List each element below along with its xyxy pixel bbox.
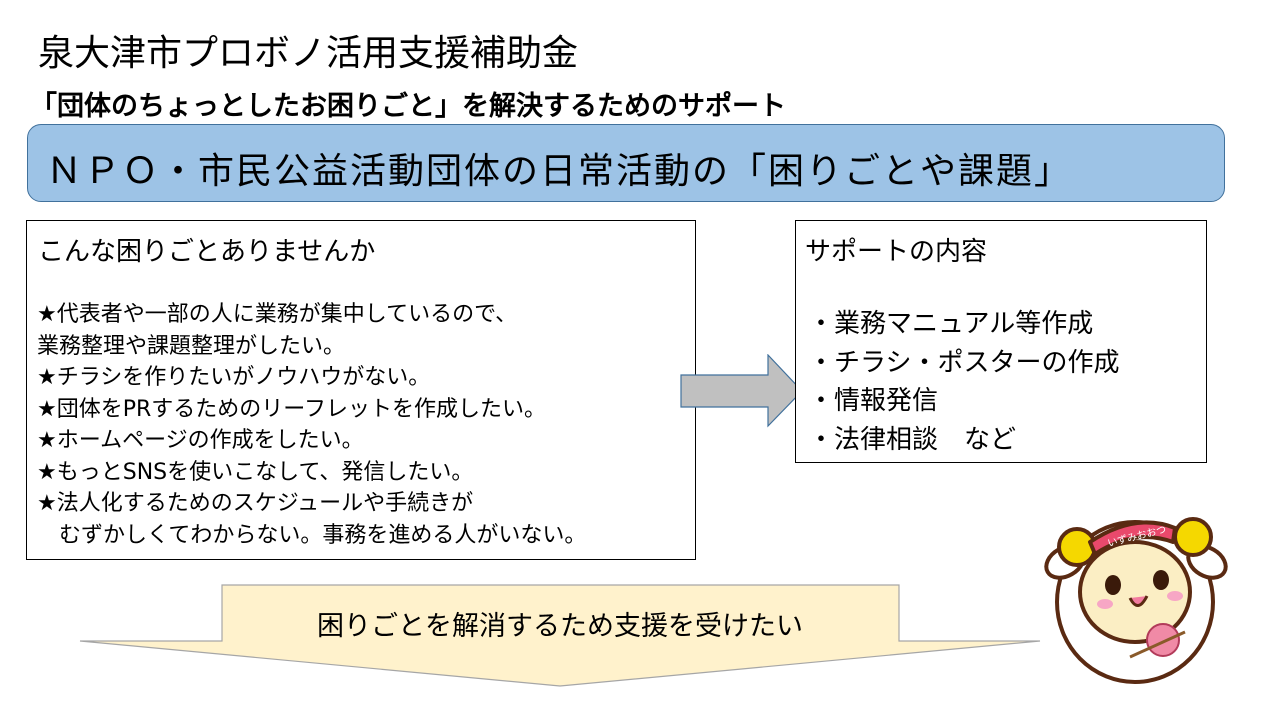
list-item: ★団体をPRするためのリーフレットを作成したい。 bbox=[37, 396, 546, 422]
right-arrow-icon bbox=[680, 354, 803, 428]
list-item: ・情報発信 bbox=[808, 386, 939, 416]
list-item: ★代表者や一部の人に業務が集中しているので、 bbox=[37, 302, 518, 327]
sheep-mascot-icon: いずみおおつ bbox=[1044, 517, 1228, 684]
support-heading: サポートの内容 bbox=[805, 237, 988, 267]
list-item: ★チラシを作りたいがノウハウがない。 bbox=[37, 365, 431, 390]
list-item: ★もっとSNSを使いこなして、発信したい。 bbox=[37, 459, 474, 485]
problems-heading: こんな困りごとありませんか bbox=[38, 237, 376, 267]
support-box: サポートの内容 ・業務マニュアル等作成 ・チラシ・ポスターの作成 ・情報発信 ・… bbox=[795, 220, 1207, 463]
list-item: むずかしくてわからない。事務を進める人がいない。 bbox=[37, 522, 587, 548]
page-title: 泉大津市プロボノ活用支援補助金 bbox=[38, 33, 579, 74]
bottom-message: 困りごとを解消するため支援を受けたい bbox=[317, 611, 803, 642]
problems-box: こんな困りごとありませんか ★代表者や一部の人に業務が集中しているので、 業務整… bbox=[26, 220, 696, 560]
list-item: ・業務マニュアル等作成 bbox=[808, 309, 1094, 339]
page-subtitle: 「団体のちょっとしたお困りごと」を解決するためのサポート bbox=[30, 91, 786, 122]
list-item: ★法人化するためのスケジュールや手続きが bbox=[37, 491, 474, 516]
problems-list: ★代表者や一部の人に業務が集中しているので、 業務整理や課題整理がしたい。 ★チ… bbox=[37, 299, 586, 551]
list-item: ・チラシ・ポスターの作成 bbox=[808, 347, 1120, 378]
list-item: ・法律相談 など bbox=[808, 424, 1017, 455]
list-item: 業務整理や課題整理がしたい。 bbox=[37, 333, 346, 359]
banner-text: ＮＰＯ・市民公益活動団体の日常活動の「困りごとや課題」 bbox=[46, 151, 1073, 192]
banner: ＮＰＯ・市民公益活動団体の日常活動の「困りごとや課題」 bbox=[27, 124, 1225, 202]
support-list: ・業務マニュアル等作成 ・チラシ・ポスターの作成 ・情報発信 ・法律相談 など bbox=[808, 305, 1119, 459]
list-item: ★ホームページの作成をしたい。 bbox=[37, 428, 364, 453]
